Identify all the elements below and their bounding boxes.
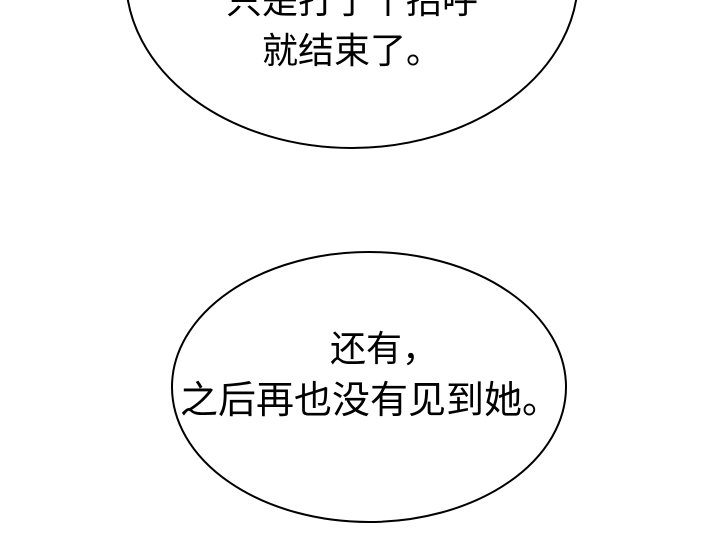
speech-bubble-top bbox=[126, 0, 578, 149]
bubble-top-line-2: 就结束了。 bbox=[261, 31, 442, 72]
bubble-bottom-line-1: 还有， bbox=[330, 329, 439, 370]
bubble-top-line-1: 只是打了个招呼 bbox=[225, 0, 478, 22]
speech-bubble-bottom bbox=[171, 251, 567, 523]
bubble-bottom-line-2: 之后再也没有见到她。 bbox=[179, 378, 560, 422]
